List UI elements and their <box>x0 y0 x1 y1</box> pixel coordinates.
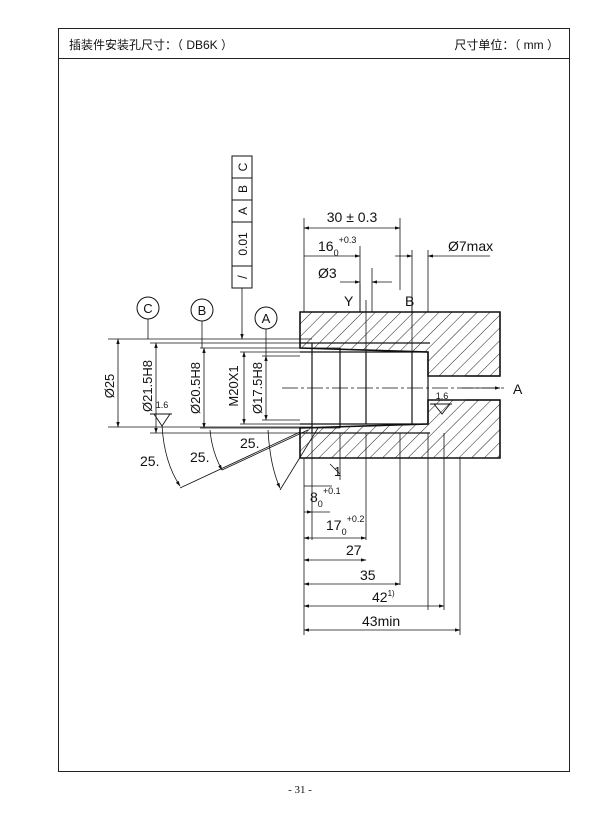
angle-1: 25. <box>140 453 159 469</box>
dim-17-sub: 0 <box>342 527 347 537</box>
dim-phi17-5h8: Ø17.5H8 <box>250 362 265 414</box>
dim-35: 35 <box>360 567 376 583</box>
tolerance-ref-b: B <box>236 185 250 193</box>
dim-1: 1 <box>334 464 341 479</box>
dim-8-main: 8 <box>310 489 318 505</box>
datum-c-label: C <box>143 301 152 316</box>
header-bar: 插装件安装孔尺寸：（ DB6K ） 尺寸单位：（ mm ） <box>59 29 569 59</box>
unit-label: 尺寸单位：（ mm ） <box>454 38 559 52</box>
datum-a-label: A <box>262 311 271 326</box>
datum-b: B <box>190 298 214 348</box>
port-b-label: B <box>405 293 414 309</box>
dim-17-main: 17 <box>326 517 342 533</box>
tolerance-ref-a: A <box>236 207 250 215</box>
dim-phi3: Ø3 <box>318 265 337 281</box>
roughness-right: 1.6 <box>430 391 452 415</box>
tolerance-ref-c: C <box>236 162 250 171</box>
diameter-dimension-lines <box>116 338 268 434</box>
dim-phi20-5h8: Ø20.5H8 <box>188 362 203 414</box>
datum-c: C <box>136 296 160 339</box>
dim-30: 30 ± 0.3 <box>327 209 378 225</box>
dim-m20x1: M20X1 <box>226 365 241 406</box>
angle-2: 25. <box>190 449 209 465</box>
dim-8: 80+0.1 <box>310 486 341 509</box>
dim-phi25: Ø25 <box>102 374 117 399</box>
dim-42-main: 42 <box>372 589 388 605</box>
roughness-left-value: 1.6 <box>156 400 169 410</box>
dim-phi7max: Ø7max <box>448 238 493 254</box>
top-dimensions <box>303 218 490 360</box>
tolerance-symbol: / <box>235 275 250 279</box>
dim-16-sup: +0.3 <box>339 235 357 245</box>
port-y-label: Y <box>344 293 354 309</box>
dim-27: 27 <box>346 542 362 558</box>
page-title: 插装件安装孔尺寸：（ DB6K ） <box>69 38 234 52</box>
datum-a: A <box>254 306 278 356</box>
angle-3: 25. <box>240 435 259 451</box>
dim-17: 170+0.2 <box>326 514 364 537</box>
dim-42: 421) <box>372 589 395 605</box>
section-top-body <box>299 311 501 377</box>
tolerance-value: 0.01 <box>236 232 250 256</box>
dim-phi21-5h8: Ø21.5H8 <box>140 360 155 412</box>
dim-16-main: 16 <box>318 238 334 254</box>
page-frame: 插装件安装孔尺寸：（ DB6K ） 尺寸单位：（ mm ） <box>58 28 570 772</box>
page-number: - 31 - <box>288 784 312 796</box>
dim-42-note: 1) <box>388 589 395 598</box>
dim-43min: 43min <box>362 613 400 629</box>
diameter-extension-lines <box>108 338 366 434</box>
dim-16: 160+0.3 <box>318 235 356 258</box>
dim-8-sup: +0.1 <box>323 486 341 496</box>
dim-8-sub: 0 <box>318 499 323 509</box>
roughness-right-value: 1.6 <box>436 391 449 401</box>
dim-16-sub: 0 <box>334 248 339 258</box>
tolerance-frame: / 0.01 A B C <box>231 155 253 340</box>
bottom-dimensions <box>303 433 461 635</box>
port-a-label: A <box>513 381 523 397</box>
dim-17-sup: +0.2 <box>347 514 365 524</box>
datum-b-label: B <box>198 303 207 318</box>
